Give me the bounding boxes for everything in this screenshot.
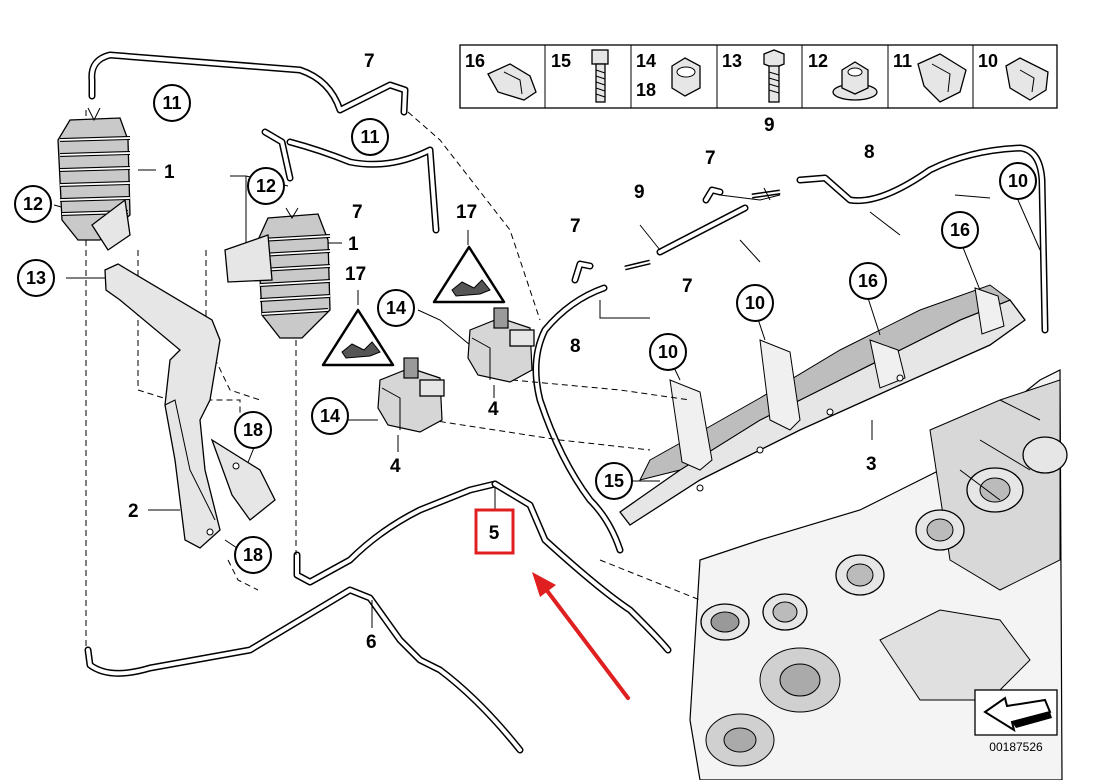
callout-11-top: 11 — [153, 84, 191, 122]
svg-text:14: 14 — [386, 298, 406, 318]
svg-text:12: 12 — [23, 194, 43, 214]
header-label-14: 14 — [636, 51, 656, 71]
callout-18-top: 18 — [234, 411, 272, 449]
fitting-9-right — [751, 187, 781, 201]
vacuum-reservoir-center — [224, 207, 331, 339]
bolt-icon — [591, 49, 609, 103]
clip-icon — [487, 63, 537, 101]
warning-label-right — [432, 245, 506, 304]
svg-text:14: 14 — [320, 406, 340, 426]
svg-text:18: 18 — [243, 545, 263, 565]
label-5: 5 — [489, 523, 500, 544]
svg-text:13: 13 — [26, 268, 46, 288]
callout-12-center: 12 — [247, 167, 285, 205]
red-pointer-arrow — [532, 572, 630, 700]
label-4-left: 4 — [390, 456, 401, 477]
callout-11-center: 11 — [351, 118, 389, 156]
label-1-center: 1 — [348, 234, 359, 255]
label-17-right: 17 — [456, 202, 477, 223]
highlighted-part-5: 5 — [474, 508, 515, 555]
svg-text:18: 18 — [243, 420, 263, 440]
engine-turbo-assembly — [689, 369, 1068, 780]
mounting-rail-bracket — [619, 284, 1026, 526]
callout-10-right: 10 — [999, 162, 1037, 200]
callout-15: 15 — [595, 462, 633, 500]
callout-18-bottom: 18 — [234, 536, 272, 574]
callout-circles: 11 11 12 12 13 14 14 18 — [14, 84, 1037, 574]
highlight-box — [474, 508, 515, 555]
label-7-center: 7 — [352, 202, 363, 223]
svg-text:16: 16 — [858, 271, 878, 291]
solenoid-valve-left — [377, 357, 445, 433]
vacuum-reservoir-left — [57, 107, 131, 251]
callout-14-left: 14 — [311, 397, 349, 435]
label-7-top-right: 7 — [705, 148, 716, 169]
svg-text:10: 10 — [658, 342, 678, 362]
callout-16-right: 16 — [941, 211, 979, 249]
solenoid-valve-right — [467, 307, 535, 383]
hex-nut-icon — [671, 57, 701, 97]
label-6: 6 — [366, 632, 377, 653]
svg-text:11: 11 — [162, 93, 181, 113]
header-label-18: 18 — [636, 80, 656, 100]
label-2: 2 — [128, 501, 139, 522]
label-9-right: 9 — [764, 115, 775, 136]
vacuum-hoses — [84, 51, 1049, 754]
callout-16-center: 16 — [849, 262, 887, 300]
label-7-left: 7 — [570, 216, 581, 237]
callout-10-left: 10 — [649, 333, 687, 371]
header-label-15: 15 — [551, 51, 571, 71]
label-9-left: 9 — [634, 182, 645, 203]
clip-icon — [917, 53, 967, 103]
reference-number: 00187526 — [989, 740, 1043, 754]
callout-14-top: 14 — [377, 289, 415, 327]
header-label-16: 16 — [465, 51, 485, 71]
svg-text:10: 10 — [745, 293, 765, 313]
svg-text:16: 16 — [950, 220, 970, 240]
label-17-left: 17 — [345, 264, 366, 285]
label-7-right: 7 — [682, 276, 693, 297]
svg-text:10: 10 — [1008, 171, 1028, 191]
callout-13: 13 — [17, 259, 55, 297]
header-label-10: 10 — [978, 51, 998, 71]
svg-text:12: 12 — [256, 176, 276, 196]
callout-10-center: 10 — [736, 284, 774, 322]
label-3: 3 — [866, 454, 877, 475]
label-4-right: 4 — [488, 399, 499, 420]
header-label-12: 12 — [808, 51, 828, 71]
fitting-9-left — [624, 259, 651, 271]
header-label-13: 13 — [722, 51, 742, 71]
label-7-top: 7 — [364, 51, 375, 72]
label-8-left: 8 — [570, 336, 581, 357]
support-bracket — [104, 263, 276, 549]
header-parts-table: 16 15 14 18 13 12 11 — [459, 44, 1058, 109]
label-8-right: 8 — [864, 142, 875, 163]
svg-text:15: 15 — [604, 471, 624, 491]
svg-text:11: 11 — [360, 127, 379, 147]
part-number-labels: 1 1 2 3 4 4 6 7 7 7 7 7 8 8 9 9 17 17 — [128, 51, 877, 653]
clip-icon — [1005, 57, 1049, 101]
bolt-icon — [763, 49, 785, 103]
label-1-left: 1 — [164, 162, 175, 183]
reference-box: 00187526 — [974, 689, 1058, 754]
header-label-11: 11 — [893, 51, 912, 71]
view-direction-arrow-icon — [983, 696, 1052, 733]
collar-nut-icon — [832, 61, 878, 101]
warning-label-left — [321, 308, 395, 367]
callout-12-left: 12 — [14, 185, 52, 223]
